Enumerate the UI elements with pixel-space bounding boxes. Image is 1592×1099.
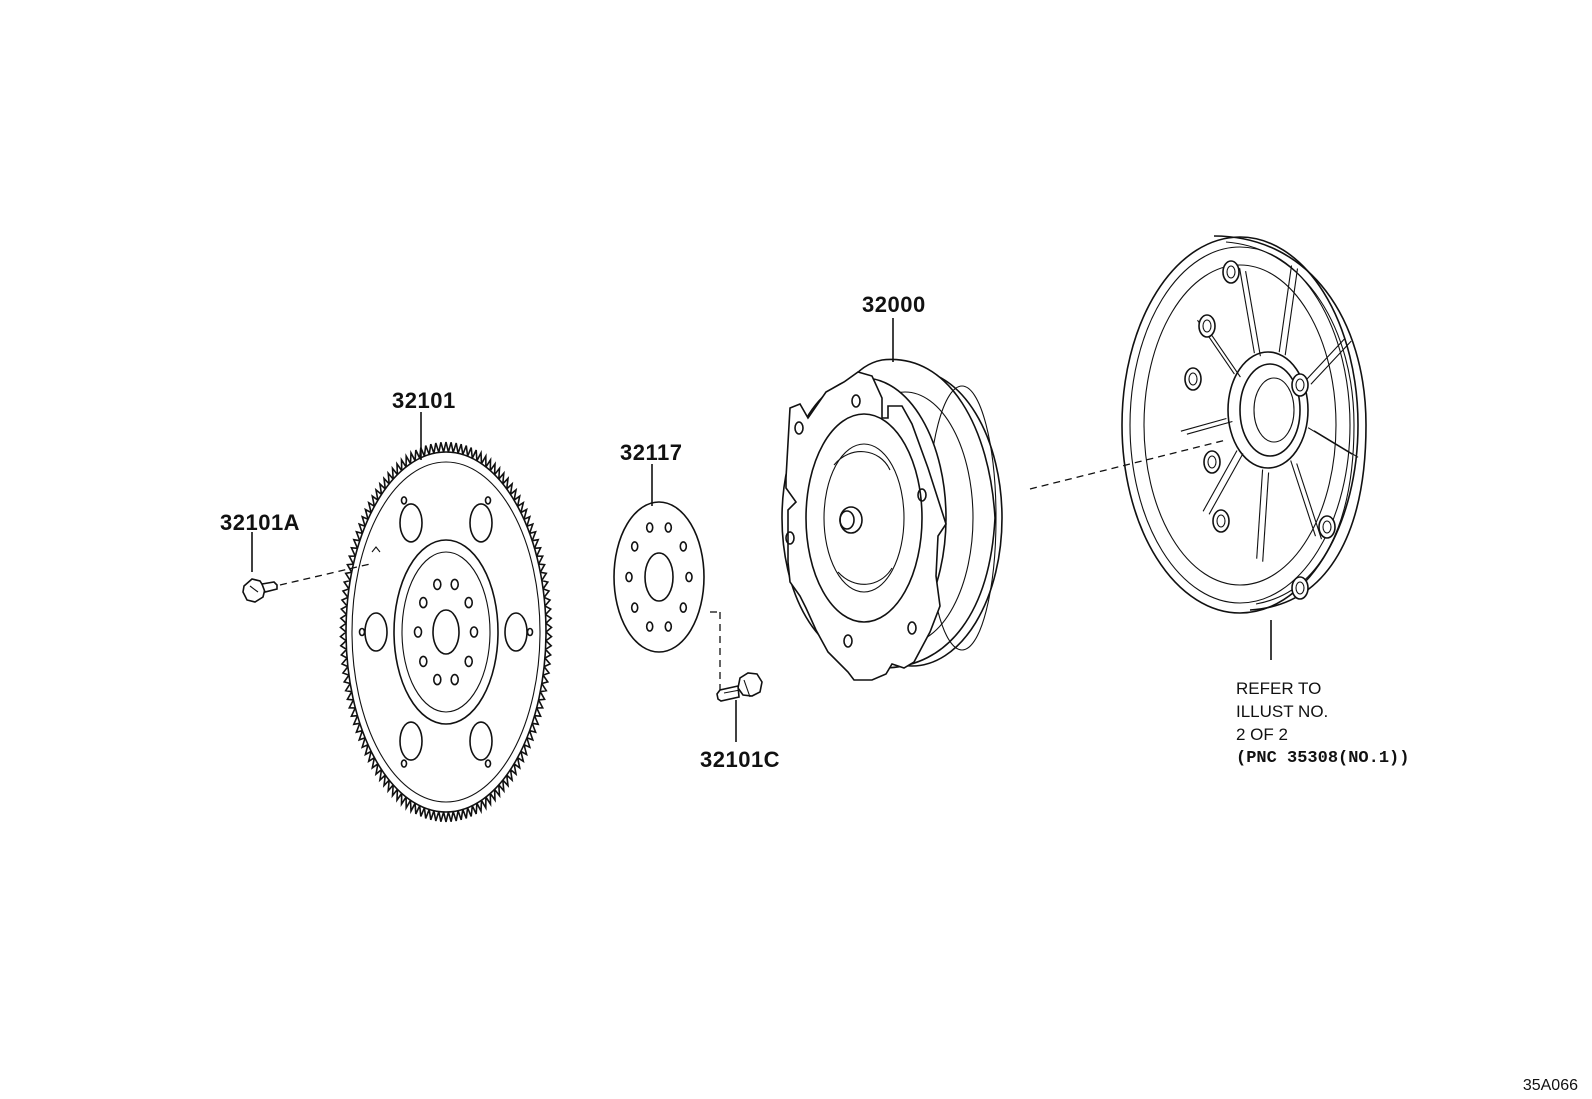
- pump-rib-edge: [1313, 430, 1359, 458]
- pump-boss-hole: [1295, 581, 1305, 595]
- pump-boss-hole: [1226, 265, 1236, 279]
- pump-rib-edge: [1296, 463, 1323, 540]
- pump-boss: [1184, 367, 1202, 391]
- spacer-hole: [679, 602, 688, 613]
- spacer-drawing: [613, 501, 705, 653]
- spacer-hole: [664, 621, 673, 632]
- pump-rib: [1202, 450, 1238, 512]
- pump-rib: [1278, 265, 1293, 353]
- spacer-hole: [664, 522, 673, 533]
- pump-boss: [1318, 515, 1336, 539]
- figure-id: 35A066: [1523, 1077, 1578, 1094]
- converter-bolt-drawing: [716, 672, 763, 702]
- converter-lug-hole: [794, 421, 804, 435]
- part-label-flywheel-bolt: 32101A: [220, 510, 300, 535]
- pump-rib: [1239, 268, 1255, 354]
- spacer-hole: [645, 621, 654, 632]
- reference-note-line-2: ILLUST NO.: [1236, 702, 1328, 721]
- converter-lug-hole: [851, 394, 861, 408]
- pump-boss: [1291, 576, 1309, 600]
- flywheel-drawing: [339, 441, 553, 823]
- pump-rib-edge: [1310, 340, 1352, 385]
- converter-lug-hole: [907, 621, 917, 635]
- pump-rib: [1256, 469, 1264, 559]
- flywheel-dot: [526, 627, 534, 637]
- pump-rib-edge: [1284, 268, 1299, 356]
- pump-boss-hole: [1207, 455, 1217, 469]
- spacer-hole: [630, 541, 639, 552]
- flywheel-bolt-hole: [432, 673, 442, 686]
- spacer-hole: [685, 571, 693, 583]
- pump-boss: [1198, 314, 1216, 338]
- reference-note-line-4: (PNC 35308(NO.1)): [1236, 749, 1409, 768]
- pump-boss: [1291, 373, 1309, 397]
- flywheel-bolt-hole: [413, 626, 423, 638]
- flywheel-dot: [400, 759, 408, 768]
- pump-boss: [1222, 260, 1240, 284]
- pump-boss-hole: [1202, 319, 1212, 333]
- flywheel-hole: [469, 721, 493, 761]
- spacer-hole: [630, 602, 639, 613]
- part-label-torque-converter: 32000: [862, 292, 926, 317]
- flywheel-bolt-hole: [418, 655, 428, 668]
- pump-boss-hole: [1216, 514, 1226, 528]
- pump-rib-edge: [1208, 453, 1244, 515]
- converter-lug-hole: [785, 531, 795, 545]
- flywheel-bolt-hole: [450, 578, 460, 591]
- spacer-hole: [645, 522, 654, 533]
- part-label-spacer: 32117: [620, 440, 682, 465]
- pump-boss: [1212, 509, 1230, 533]
- reference-note: REFER TO ILLUST NO. 2 OF 2 (PNC 35308(NO…: [1236, 679, 1409, 768]
- spacer-hole: [625, 571, 633, 583]
- flywheel-bolt-hole: [464, 655, 474, 668]
- oil-pump-drawing: [1121, 235, 1367, 614]
- pump-rib: [1180, 417, 1227, 432]
- flywheel-hole: [399, 721, 423, 761]
- pump-boss-hole: [1295, 378, 1305, 392]
- pump-boss-hole: [1322, 520, 1332, 534]
- pump-rib-edge: [1186, 420, 1233, 435]
- part-label-flywheel: 32101: [392, 388, 456, 413]
- flywheel-bolt-hole: [418, 596, 428, 609]
- converter-lug-hole: [917, 488, 927, 502]
- flywheel-hole: [469, 503, 493, 543]
- pump-boss: [1203, 450, 1221, 474]
- flywheel-dot: [358, 627, 366, 637]
- pump-rib: [1304, 337, 1346, 382]
- flywheel-dot: [400, 496, 408, 505]
- flywheel-dot: [484, 759, 492, 768]
- flywheel-bolt-hole: [450, 673, 460, 686]
- flywheel-hole: [399, 503, 423, 543]
- part-label-converter-bolt: 32101C: [700, 747, 780, 772]
- flywheel-dot: [484, 496, 492, 505]
- spacer-hole: [679, 541, 688, 552]
- torque-converter-drawing: [781, 358, 1003, 681]
- pump-boss-hole: [1188, 372, 1198, 386]
- converter-lug-hole: [843, 634, 853, 648]
- leader-lines: [251, 318, 1272, 742]
- flywheel-bolt-hole: [469, 626, 479, 638]
- flywheel-bolt-drawing: [242, 578, 278, 603]
- pump-rib-edge: [1262, 472, 1270, 562]
- reference-note-line-3: 2 OF 2: [1236, 725, 1288, 744]
- flywheel-bolt-hole: [432, 578, 442, 591]
- flywheel-bolt-hole: [464, 596, 474, 609]
- reference-note-line-1: REFER TO: [1236, 679, 1321, 698]
- pump-rib: [1290, 460, 1317, 537]
- pump-rib-edge: [1245, 271, 1261, 357]
